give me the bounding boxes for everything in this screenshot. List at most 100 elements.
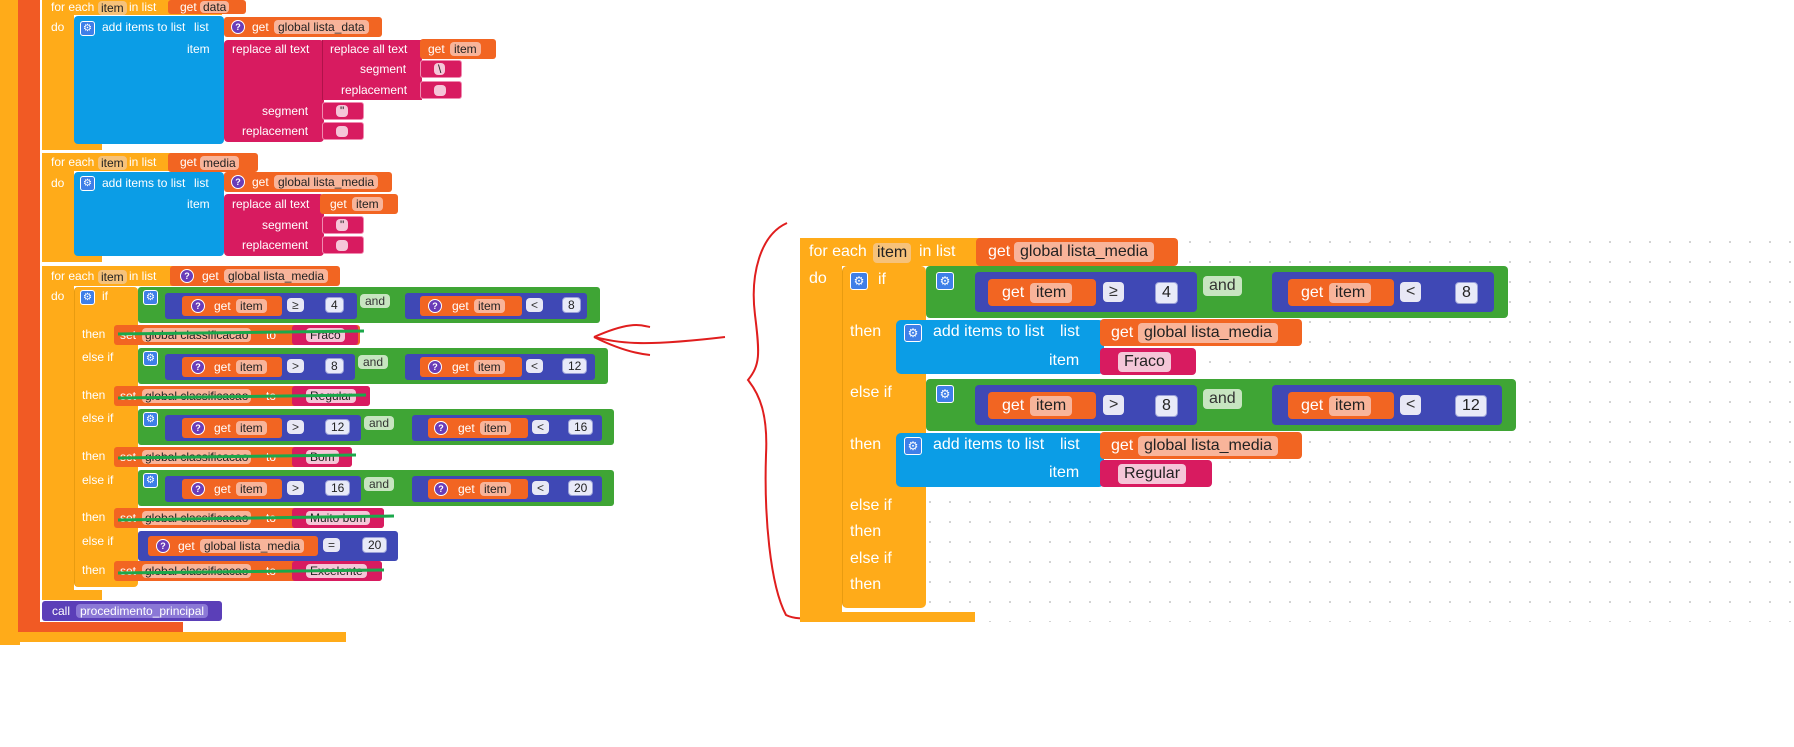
r-add-items-block-2[interactable]	[896, 433, 1104, 487]
string-empty[interactable]	[420, 81, 462, 99]
r-get-item-block[interactable]: get item	[1288, 392, 1394, 419]
gear-icon[interactable]: ⚙	[80, 176, 95, 191]
number-value[interactable]: 8	[1455, 282, 1478, 304]
global-lista-media-var[interactable]: global lista_media	[1138, 436, 1279, 456]
global-lista-data-var[interactable]: global lista_data	[274, 20, 369, 34]
operator-dropdown[interactable]: <	[1400, 282, 1422, 302]
global-lista-media-var[interactable]: global lista_media	[1138, 323, 1279, 343]
string-value[interactable]: "	[336, 219, 349, 231]
string-value[interactable]: Fraco	[1118, 352, 1171, 372]
global-lista-media-var[interactable]: global lista_media	[274, 175, 379, 189]
operator-dropdown[interactable]: >	[1103, 395, 1125, 415]
number-value[interactable]: 4	[325, 297, 344, 313]
question-icon[interactable]: ?	[428, 299, 442, 313]
r-get-global-lista-media-block[interactable]: get global lista_media	[1100, 432, 1302, 459]
item-var[interactable]: item	[474, 299, 505, 313]
and-dropdown[interactable]: and	[364, 416, 395, 430]
item-var[interactable]: item	[236, 421, 267, 435]
operator-dropdown[interactable]: <	[532, 481, 550, 495]
question-icon[interactable]: ?	[434, 482, 448, 496]
loop2-item-var[interactable]: item	[98, 156, 127, 170]
global-lista-media-var[interactable]: global lista_media	[200, 539, 305, 553]
operator-dropdown[interactable]: <	[526, 298, 544, 312]
question-icon[interactable]: ?	[428, 360, 442, 374]
r-add-items-block-1[interactable]	[896, 320, 1104, 374]
string-backslash[interactable]: \	[420, 60, 462, 78]
get-item-block[interactable]: ? get item	[182, 296, 282, 316]
question-icon[interactable]: ?	[231, 175, 245, 189]
r-get-item-block[interactable]: get item	[1288, 279, 1394, 306]
gear-icon[interactable]: ⚙	[904, 437, 922, 455]
loop1-item-var[interactable]: item	[98, 1, 127, 15]
r-string-block-regular[interactable]: Regular	[1100, 460, 1212, 487]
global-lista-media-var[interactable]: global lista_media	[224, 269, 329, 283]
number-value[interactable]: 12	[1455, 395, 1487, 417]
number-value[interactable]: 12	[562, 358, 588, 374]
get-global-lista-media-block[interactable]: ? get global lista_media	[148, 536, 318, 556]
item-var[interactable]: item	[236, 360, 267, 374]
get-global-lista-media-block[interactable]: ? get global lista_media	[170, 266, 340, 286]
replace-all-text-block[interactable]	[224, 194, 324, 256]
global-lista-media-var[interactable]: global lista_media	[1014, 242, 1155, 262]
gear-icon[interactable]: ⚙	[904, 324, 922, 342]
get-item-block[interactable]: ? get item	[428, 418, 528, 438]
r-get-item-block[interactable]: get item	[988, 279, 1096, 306]
get-item-block[interactable]: ? get item	[182, 479, 282, 499]
get-global-lista-media-block[interactable]: ? get global lista_media	[224, 172, 392, 192]
r-string-block-fraco[interactable]: Fraco	[1100, 348, 1196, 375]
string-value[interactable]	[336, 240, 348, 251]
question-icon[interactable]: ?	[180, 269, 194, 283]
gear-icon[interactable]: ⚙	[936, 385, 954, 403]
replace-all-text-outer[interactable]	[224, 40, 324, 142]
get-item-block[interactable]: get item	[420, 39, 496, 59]
question-icon[interactable]: ?	[231, 20, 245, 34]
item-var[interactable]: item	[1329, 396, 1372, 416]
question-icon[interactable]: ?	[156, 539, 170, 553]
get-item-block[interactable]: ? get item	[420, 296, 522, 316]
operator-dropdown[interactable]: <	[532, 420, 550, 434]
number-value[interactable]: 4	[1155, 282, 1178, 304]
string-quote[interactable]: "	[322, 102, 364, 120]
item-var[interactable]: item	[474, 360, 505, 374]
data-var[interactable]: data	[200, 1, 230, 13]
and-dropdown[interactable]: and	[360, 294, 391, 308]
number-value[interactable]: 20	[362, 537, 388, 553]
gear-icon[interactable]: ⚙	[80, 21, 95, 36]
item-var[interactable]: item	[480, 421, 511, 435]
gear-icon[interactable]: ⚙	[850, 272, 868, 290]
question-icon[interactable]: ?	[191, 421, 205, 435]
string-empty[interactable]	[322, 122, 364, 140]
string-value[interactable]	[336, 126, 348, 137]
operator-dropdown[interactable]: >	[287, 420, 305, 434]
operator-dropdown[interactable]: >	[287, 359, 305, 373]
question-icon[interactable]: ?	[191, 360, 205, 374]
number-value[interactable]: 12	[325, 419, 351, 435]
add-items-block-1[interactable]	[74, 16, 224, 144]
gear-icon[interactable]: ⚙	[143, 351, 158, 366]
add-items-block-2[interactable]	[74, 172, 224, 256]
number-value[interactable]: 8	[562, 297, 581, 313]
question-icon[interactable]: ?	[434, 421, 448, 435]
and-dropdown[interactable]: and	[1203, 389, 1242, 409]
gear-icon[interactable]: ⚙	[143, 412, 158, 427]
operator-dropdown[interactable]: ≥	[287, 298, 304, 312]
string-value[interactable]	[434, 85, 446, 96]
operator-dropdown[interactable]: ≥	[1103, 282, 1124, 302]
gear-icon[interactable]: ⚙	[936, 272, 954, 290]
media-var[interactable]: media	[200, 156, 239, 170]
item-var[interactable]: item	[236, 299, 267, 313]
replace-all-text-inner[interactable]	[322, 40, 422, 100]
operator-dropdown[interactable]: >	[287, 481, 305, 495]
get-item-block[interactable]: ? get item	[428, 479, 528, 499]
item-var[interactable]: item	[236, 482, 267, 496]
get-global-lista-data-block[interactable]: ? get global lista_data	[224, 17, 382, 37]
r-get-global-lista-media-block[interactable]: get global lista_media	[976, 238, 1178, 266]
number-value[interactable]: 8	[325, 358, 344, 374]
r-get-item-block[interactable]: get item	[988, 392, 1096, 419]
gear-icon[interactable]: ⚙	[80, 290, 95, 305]
string-empty[interactable]	[322, 236, 364, 254]
item-var[interactable]: item	[1030, 396, 1073, 416]
procedure-dropdown[interactable]: procedimento_principal	[76, 604, 209, 618]
item-var[interactable]: item	[450, 42, 481, 56]
string-value[interactable]: Regular	[1118, 464, 1187, 484]
